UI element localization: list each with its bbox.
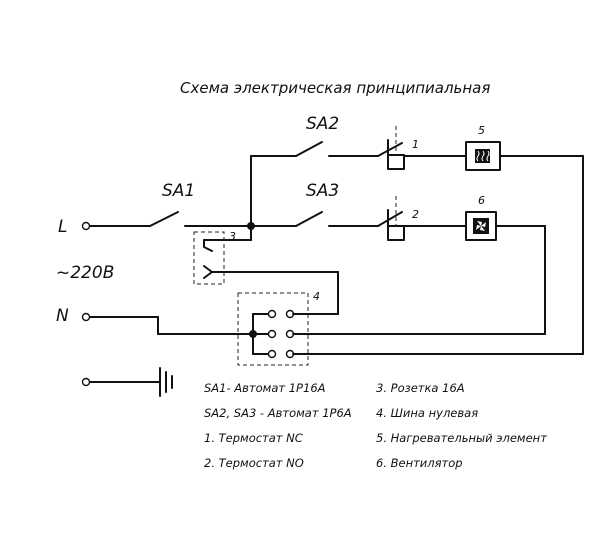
- ground-terminal: [81, 377, 91, 387]
- bus-dashed-box: [237, 292, 309, 366]
- ground-icon: [159, 367, 173, 397]
- legend-item: 5. Нагревательный элемент: [376, 431, 547, 445]
- bus-terminal: [285, 349, 295, 359]
- thermostat1-sensor: [387, 154, 405, 170]
- legend-item: 3. Розетка 16А: [376, 381, 465, 395]
- socket-symbol-bottom: [203, 265, 213, 279]
- sa1-contact: [149, 211, 179, 227]
- thermostat1-number: 1: [412, 138, 419, 151]
- sa2-label: SA2: [306, 114, 339, 134]
- line-label: L: [58, 217, 67, 237]
- thermostat2-sensor: [387, 225, 405, 241]
- bus-terminal: [285, 309, 295, 319]
- bus-number: 4: [313, 290, 320, 303]
- legend-item: SA1- Автомат 1P16A: [204, 381, 326, 395]
- legend-item: 4. Шина нулевая: [376, 406, 478, 420]
- line-terminal: [81, 221, 91, 231]
- bus-terminal: [267, 309, 277, 319]
- socket-number: 3: [229, 230, 236, 243]
- voltage-label: ~220В: [56, 263, 114, 283]
- legend-item: 1. Термостат NC: [204, 431, 303, 445]
- bus-terminal: [285, 329, 295, 339]
- heater-number: 5: [478, 124, 485, 137]
- sa3-label: SA3: [306, 181, 339, 201]
- thermostat1-contact: [377, 142, 403, 157]
- socket-dashed-box: [193, 231, 225, 285]
- legend-item: 2. Термостат NO: [204, 456, 304, 470]
- legend: SA1- Автомат 1P16A SA2, SA3 - Автомат 1P…: [204, 381, 547, 470]
- heater-icon: [475, 149, 490, 163]
- thermostat2-contact: [377, 211, 403, 227]
- neutral-terminal: [81, 312, 91, 322]
- legend-item: SA2, SA3 - Автомат 1P6A: [204, 406, 352, 420]
- thermostat2-number: 2: [412, 208, 419, 221]
- bus-terminal: [267, 349, 277, 359]
- legend-item: 6. Вентилятор: [376, 456, 463, 470]
- fan-icon: [473, 218, 489, 234]
- sa3-contact: [295, 211, 323, 227]
- bus-terminal: [267, 329, 277, 339]
- neutral-label: N: [56, 306, 69, 326]
- diagram-title: Схема электрическая принципиальная: [180, 79, 490, 97]
- sa2-contact: [295, 141, 323, 157]
- sa1-label: SA1: [162, 181, 195, 201]
- socket-symbol-top: [203, 239, 213, 252]
- fan-number: 6: [478, 194, 485, 207]
